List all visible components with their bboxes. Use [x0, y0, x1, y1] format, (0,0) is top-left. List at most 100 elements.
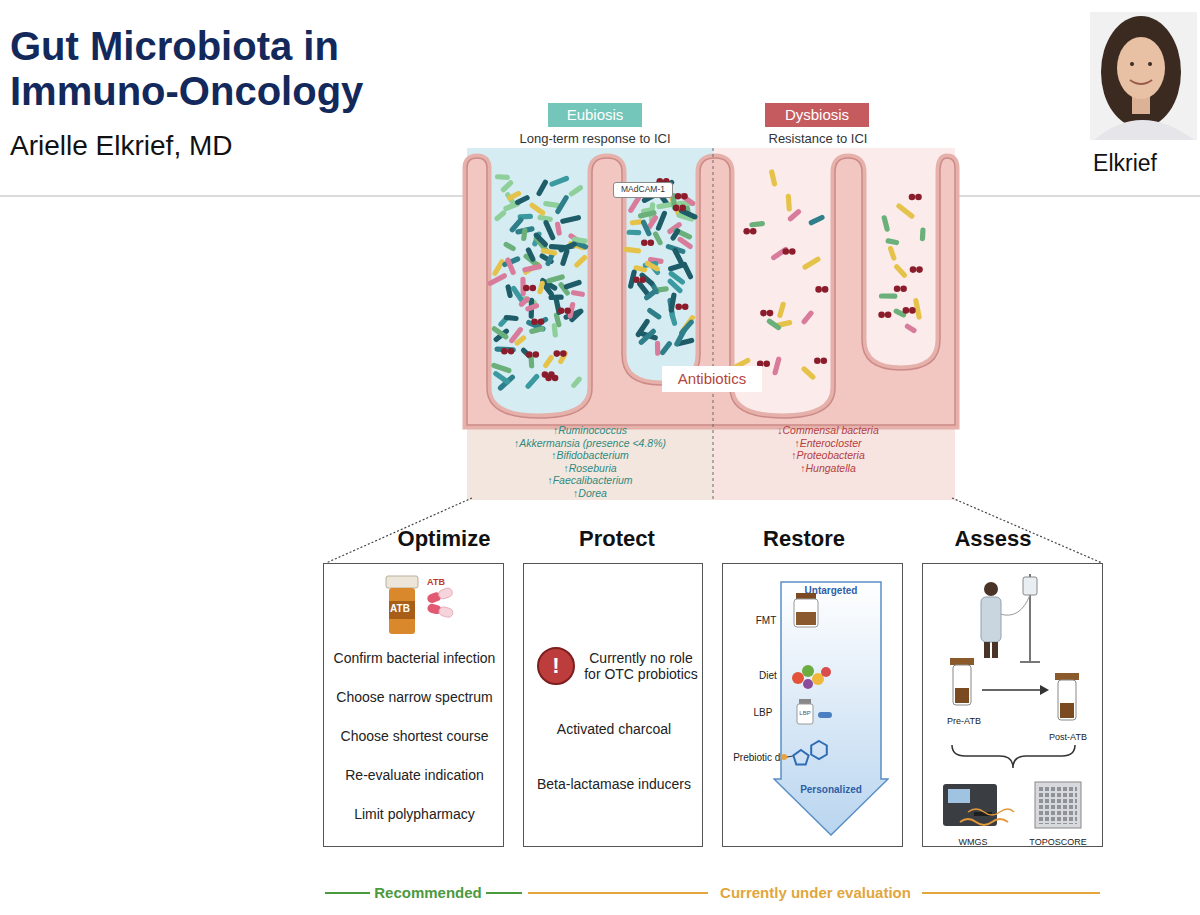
bacterium-rod — [879, 293, 898, 299]
state-tag: Eubiosis — [548, 103, 642, 127]
bacterium-rod — [491, 325, 510, 340]
bacterium-rod — [554, 194, 569, 215]
panel-base-right — [713, 425, 955, 500]
tube-content — [955, 688, 969, 703]
bacterium-rod — [525, 302, 540, 312]
bacterium-coccus — [530, 285, 537, 292]
food-item — [803, 679, 813, 689]
bacterium-rod — [492, 370, 511, 385]
panel-item: Limit polypharmacy — [324, 806, 505, 822]
photo-frame — [1090, 12, 1197, 140]
taxon-change: ↑Faecalibacterium — [490, 474, 690, 486]
bacterium-rod — [487, 272, 508, 286]
bottle-label — [389, 601, 415, 619]
photo-eye — [1148, 62, 1152, 66]
bacterium-coccus — [675, 304, 682, 311]
panel-heading: Protect — [547, 526, 687, 551]
bacterium-rod — [540, 248, 557, 256]
bracket-label: Currently under evaluation — [703, 884, 928, 901]
sequencer-screen — [948, 789, 970, 803]
bacterium-rod — [659, 340, 673, 356]
taxon-change: ↓Commensal bacteria — [728, 424, 928, 436]
bacterium-coccus — [878, 312, 885, 319]
capsule-pill — [426, 603, 453, 618]
bacterium-rod — [893, 263, 908, 279]
bottle-cap — [799, 699, 811, 704]
bacterium-rod — [558, 241, 578, 253]
bacterium-rod — [766, 318, 782, 332]
bacterium-rod — [644, 260, 661, 272]
recommended-bracket — [486, 892, 522, 894]
panel-item: Currently no role for OTC probiotics — [582, 650, 700, 682]
food-item — [802, 665, 814, 677]
panel-item: Post-ATB — [1038, 732, 1098, 742]
bacterium-coccus — [679, 205, 686, 212]
taxon-change: ↑Akkermansia (presence <4.8%) — [490, 437, 690, 449]
bacterium-rod — [549, 175, 570, 187]
iv-pole — [1029, 574, 1031, 662]
panel-item: Choose shortest course — [324, 728, 505, 744]
tube-content — [1060, 703, 1074, 718]
bacterium-coccus — [822, 286, 829, 293]
node-label: Eubiosis — [567, 107, 624, 124]
bacterium-rod — [524, 373, 540, 390]
bacterium-rod — [503, 315, 518, 322]
photo-smile — [1130, 80, 1152, 84]
panel-item: Re-evaluate indication — [324, 767, 505, 783]
bacterium-rod — [555, 221, 563, 236]
chip-icon — [1035, 782, 1081, 828]
bacterium-rod — [808, 214, 826, 226]
node-label: Antibiotics — [678, 371, 746, 388]
bacterium-rod — [560, 215, 582, 225]
bacterium-coccus — [885, 312, 892, 319]
bacterium-coccus — [508, 348, 515, 355]
bacterium-rod — [505, 284, 513, 299]
bacterium-coccus — [545, 375, 552, 382]
bacterium-coccus — [681, 193, 688, 200]
bacterium-coccus — [523, 285, 530, 292]
panel-heading: Restore — [734, 526, 874, 551]
panel-item: WMGS — [943, 837, 1003, 847]
bacterium-coccus — [673, 205, 680, 212]
strategy-panel: AssessPre-ATBPost-ATBWMGSTOPOSCORE — [922, 563, 1103, 847]
bacterium-rod — [500, 179, 514, 193]
panel-base-left — [467, 425, 713, 500]
capsule-pill — [426, 587, 454, 604]
panel-item: Personalized — [781, 784, 881, 796]
bacterium-coccus — [648, 239, 655, 246]
taxon-change: ↑Enterocloster — [728, 437, 928, 449]
strategy-panel: RestoreFMTDietLBPPrebiotic drugUntargete… — [722, 563, 903, 847]
bacterium-coccus — [641, 239, 648, 246]
bacterium-coccus — [916, 266, 923, 273]
bacterium-rod — [646, 307, 662, 321]
bacterium-coccus — [526, 351, 533, 358]
bacterium-rod — [640, 219, 652, 237]
capsule-half — [426, 591, 442, 604]
bacterium-coccus — [750, 228, 757, 235]
state-tag: Dysbiosis — [765, 103, 869, 127]
bacterium-rod — [627, 230, 642, 236]
state-subtitle: Long-term response to ICI — [495, 132, 695, 147]
bacterium-rod — [543, 219, 557, 241]
bacterium-rod — [777, 301, 787, 318]
fmt-jar — [794, 599, 818, 627]
bacterium-coccus — [633, 276, 640, 283]
sample-arrow — [982, 689, 1042, 691]
iv-bag — [1023, 577, 1037, 595]
bacterium-coccus — [789, 248, 796, 255]
bacterium-coccus — [915, 194, 922, 201]
bacterium-coccus — [909, 194, 916, 201]
panel-item: Choose narrow spectrum — [324, 689, 505, 705]
bacterium-coccus — [815, 286, 822, 293]
divider-line — [713, 148, 714, 500]
gradient-arrow: UntargetedPersonalized — [773, 581, 889, 836]
bacterium-rod — [670, 227, 682, 241]
bacterium-coccus — [763, 360, 770, 367]
iv-tube — [1000, 595, 1030, 615]
bacterium-rod — [571, 290, 586, 298]
patient-leg — [984, 642, 990, 658]
panel-item: Confirm bacterial infection — [324, 650, 505, 666]
recommended-bracket — [325, 892, 370, 894]
bacterium-coccus — [558, 307, 565, 314]
